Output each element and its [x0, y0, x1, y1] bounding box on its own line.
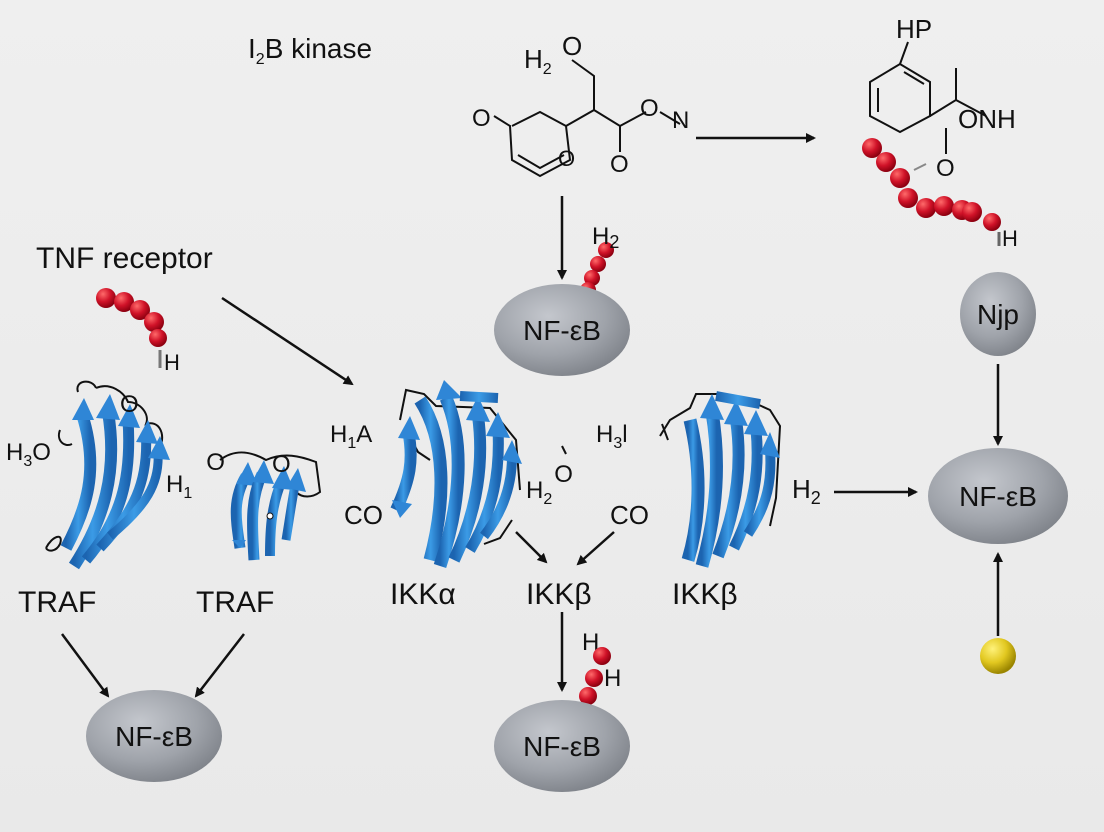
- h2-above-nfkb-label: H2: [592, 223, 619, 252]
- nfkb-node-right-label: NF-εB: [959, 481, 1037, 512]
- arrow-co-to-center: [576, 531, 615, 566]
- nfkb-node-bottom-left: [86, 690, 222, 782]
- traf-right-structure: [219, 451, 322, 561]
- red-bead-chain-bottom: [579, 647, 611, 705]
- h2o-center-label: H2O: [526, 461, 573, 508]
- h-tnf-label: H: [164, 350, 180, 375]
- h-chain-right-label: H: [1002, 226, 1018, 251]
- njp-node-label: Njp: [977, 299, 1019, 330]
- ikk-beta-right-label: IKKβ: [672, 578, 738, 611]
- nfkb-node-right: [928, 448, 1068, 544]
- ikk-beta-center-label: IKKβ: [526, 578, 592, 611]
- ikb-kinase-label: I2B kinase: [248, 33, 372, 68]
- h1o-label: H1O: [166, 449, 225, 502]
- arrow-traf-right-to-nfkb: [194, 633, 245, 698]
- oxygen-n-label: O: [640, 95, 659, 122]
- ikk-beta-right-structure: [659, 391, 782, 568]
- nfkb-node-top-label: NF-εB: [523, 315, 601, 346]
- h2-right-label: H2: [792, 474, 821, 508]
- traf-left-oxygen: O: [120, 391, 139, 418]
- arrow-traf-left-to-nfkb: [60, 633, 110, 698]
- nfkb-node-bottom-center: [494, 700, 630, 792]
- oxygen-ring-label: O: [558, 146, 575, 171]
- top-molecule: [493, 59, 681, 178]
- onh-label: ONH: [958, 104, 1016, 134]
- h2o-center-bond: [561, 445, 567, 455]
- h3-label: H3l: [596, 421, 628, 452]
- traf-left-structure: [45, 380, 170, 570]
- co-right-label: CO: [610, 500, 649, 530]
- h3o-label: H3O: [6, 439, 51, 470]
- arrow-ikk-alpha-to-center: [515, 531, 548, 564]
- yellow-bead: [980, 638, 1016, 674]
- h-bottom-label-2: H: [604, 665, 621, 692]
- h2o-top: H2: [524, 44, 552, 78]
- h-bottom-label-1: H: [582, 629, 599, 656]
- red-bead-chain-top-right: [862, 138, 1001, 246]
- hp-label: HP: [896, 14, 932, 44]
- traf-left-label: TRAF: [18, 586, 96, 619]
- nfkb-node-top: [494, 284, 630, 376]
- tnf-receptor-label: TNF receptor: [36, 242, 213, 275]
- nitrogen-label: N: [672, 107, 689, 134]
- njp-node: [960, 272, 1036, 356]
- nfkb-node-bottom-left-label: NF-εB: [115, 721, 193, 752]
- oxygen-top-label: O: [562, 31, 582, 61]
- traf-right-label: TRAF: [196, 586, 274, 619]
- h1a-label: H1A: [330, 421, 372, 452]
- ikk-alpha-structure: [390, 380, 522, 569]
- nfkb-node-bottom-center-label: NF-εB: [523, 731, 601, 762]
- top-right-molecule: [869, 41, 987, 171]
- ikk-alpha-label: IKKα: [390, 578, 456, 611]
- arrow-tnf-to-ikk: [221, 296, 354, 386]
- traf-right-oxygen: O: [272, 451, 291, 478]
- red-bead-chain-tnf: [96, 288, 167, 368]
- co-left-label: CO: [344, 500, 383, 530]
- oxygen-right-bottom-label: O: [936, 155, 955, 182]
- oxygen-ester-label: O: [610, 151, 629, 178]
- oxygen-left-label: O: [472, 105, 491, 132]
